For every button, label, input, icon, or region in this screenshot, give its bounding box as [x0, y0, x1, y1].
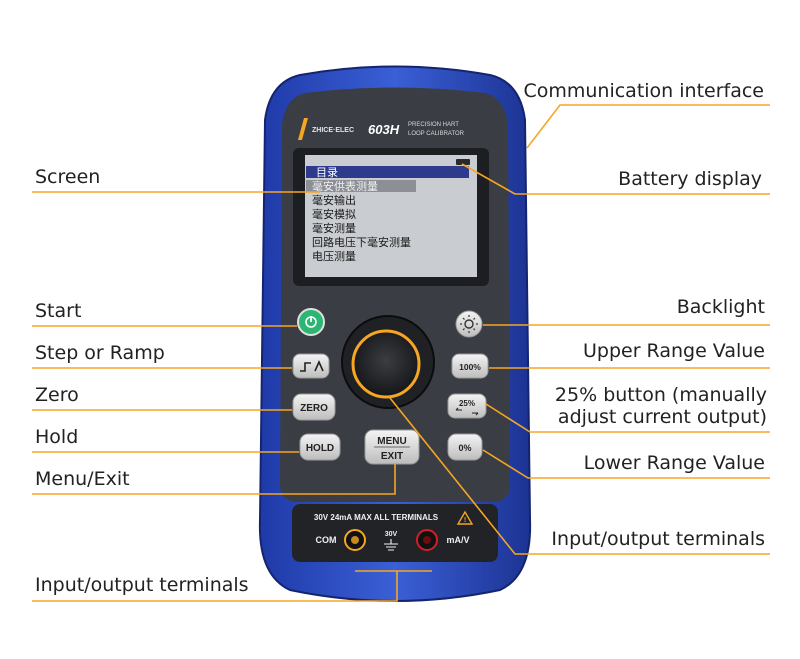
leader-menu — [32, 464, 396, 495]
terminal-strip — [292, 504, 498, 562]
pct25-button[interactable] — [447, 393, 487, 419]
callout-io-terminals-right: Input/output terminals — [551, 528, 765, 550]
screen-header-bar — [306, 166, 469, 178]
upper-range-button[interactable] — [451, 353, 489, 379]
svg-text:!: ! — [464, 517, 466, 524]
leader-25 — [485, 403, 770, 433]
terminal-warning: 30V 24mA MAX ALL TERMINALS — [314, 513, 439, 522]
exit-label: EXIT — [381, 451, 403, 462]
callout-25-line2: adjust current output) — [557, 406, 767, 428]
warning-icon — [456, 510, 474, 525]
rotary-knob[interactable] — [351, 329, 421, 399]
zero-button[interactable] — [292, 393, 336, 421]
callout-screen: Screen — [35, 166, 101, 188]
step-ramp-icon — [300, 360, 324, 372]
leader-battery — [461, 163, 770, 195]
callout-start: Start — [35, 300, 82, 322]
brand-name: ZHICE·ELEC — [312, 127, 354, 134]
screen-menu-item: 毫安供表测量 — [312, 179, 378, 193]
btn-100-label: 100% — [459, 362, 481, 372]
terminal-com-label: COM — [316, 535, 337, 545]
subtitle-line2: LOOP CALIBRATOR — [408, 131, 465, 137]
callout-backlight: Backlight — [676, 296, 765, 318]
callout-io-terminals-bottom: Input/output terminals — [35, 574, 249, 596]
leader-lines — [32, 104, 770, 602]
arrows-icon — [455, 407, 479, 416]
screen-menu-item: 毫安输出 — [312, 193, 356, 207]
brand-band: ZHICE·ELEC 603H PRECISION HART LOOP CALI… — [288, 108, 503, 150]
callout-zero: Zero — [35, 384, 79, 406]
terminal-ma-label: mA/V — [446, 535, 469, 545]
callout-battery-display: Battery display — [618, 168, 762, 190]
screen-menu-item: 电压测量 — [312, 250, 356, 263]
callout-lower-range-value: Lower Range Value — [583, 452, 765, 474]
screen-menu-item: 毫安测量 — [312, 221, 356, 235]
model-name: 603H — [368, 122, 400, 137]
leader-io-right — [389, 397, 770, 555]
screen-menu-item: 毫安模拟 — [312, 207, 356, 221]
battery-icon — [456, 159, 470, 165]
leader-io-bottom — [32, 570, 432, 602]
terminal-mid-label: 30V — [385, 531, 398, 538]
leader-lower — [482, 449, 770, 479]
callout-menu-exit: Menu/Exit — [35, 468, 130, 490]
screen-menu-item: 回路电压下毫安测量 — [312, 235, 411, 249]
brand-logo-icon — [298, 118, 308, 140]
screen-selected-row — [306, 180, 416, 192]
backlight-button[interactable] — [455, 310, 483, 338]
hold-button-label: HOLD — [306, 443, 334, 454]
lower-range-button[interactable] — [447, 433, 483, 461]
sun-icon — [464, 319, 474, 329]
btn-25-label: 25% — [459, 399, 475, 408]
menu-label: MENU — [377, 436, 406, 447]
step-ramp-button[interactable] — [292, 353, 330, 379]
callout-communication-interface: Communication interface — [523, 80, 764, 102]
callout-25-line1: 25% button (manually — [554, 384, 767, 406]
hold-button[interactable] — [299, 433, 341, 461]
screen-menu-item: 目录 — [316, 166, 338, 179]
subtitle-line1: PRECISION HART — [408, 122, 459, 128]
btn-0-label: 0% — [458, 443, 471, 453]
callout-hold: Hold — [35, 426, 79, 448]
callout-step-or-ramp: Step or Ramp — [35, 342, 165, 364]
zero-button-label: ZERO — [300, 403, 328, 414]
ground-icon — [384, 539, 398, 551]
leader-communication — [526, 104, 770, 149]
callout-upper-range-value: Upper Range Value — [582, 340, 765, 362]
